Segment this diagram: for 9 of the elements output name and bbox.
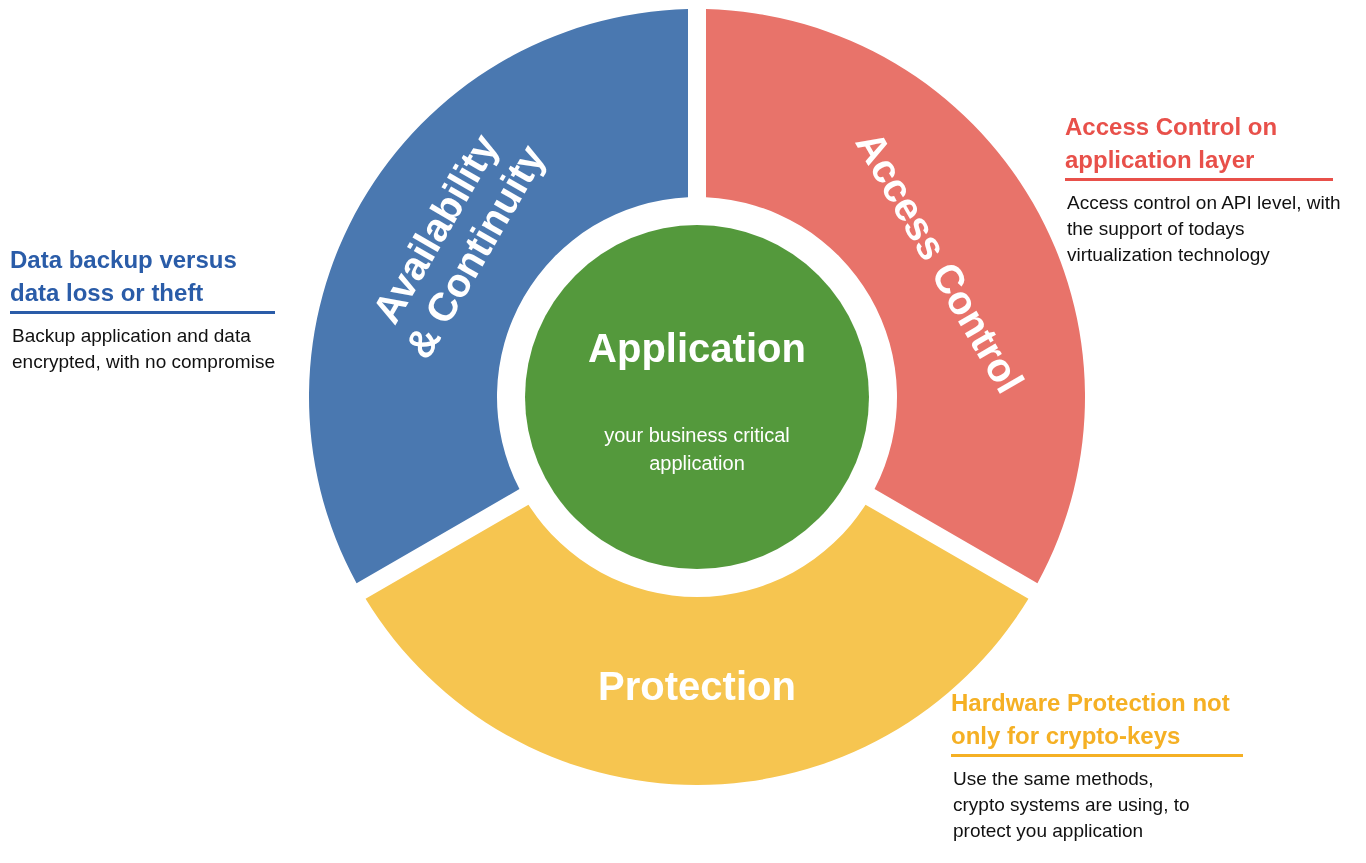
callout-heading: Data backup versus data loss or theft xyxy=(10,243,275,314)
center-title: Application xyxy=(587,325,807,371)
callout-heading: Access Control on application layer xyxy=(1065,110,1333,181)
callout-text: Use the same methods, crypto systems are using, to protect you application xyxy=(953,767,1191,843)
callout-text: Access control on API level, with the support of todays virtualization technology xyxy=(1067,191,1342,267)
segment-label: Protection xyxy=(597,663,797,709)
callout-heading: Hardware Protection not only for crypto-keys xyxy=(951,686,1243,757)
callout-text: Backup application and data encrypted, with no compromise xyxy=(12,324,276,374)
center-subtitle: your business critical application xyxy=(603,423,791,476)
